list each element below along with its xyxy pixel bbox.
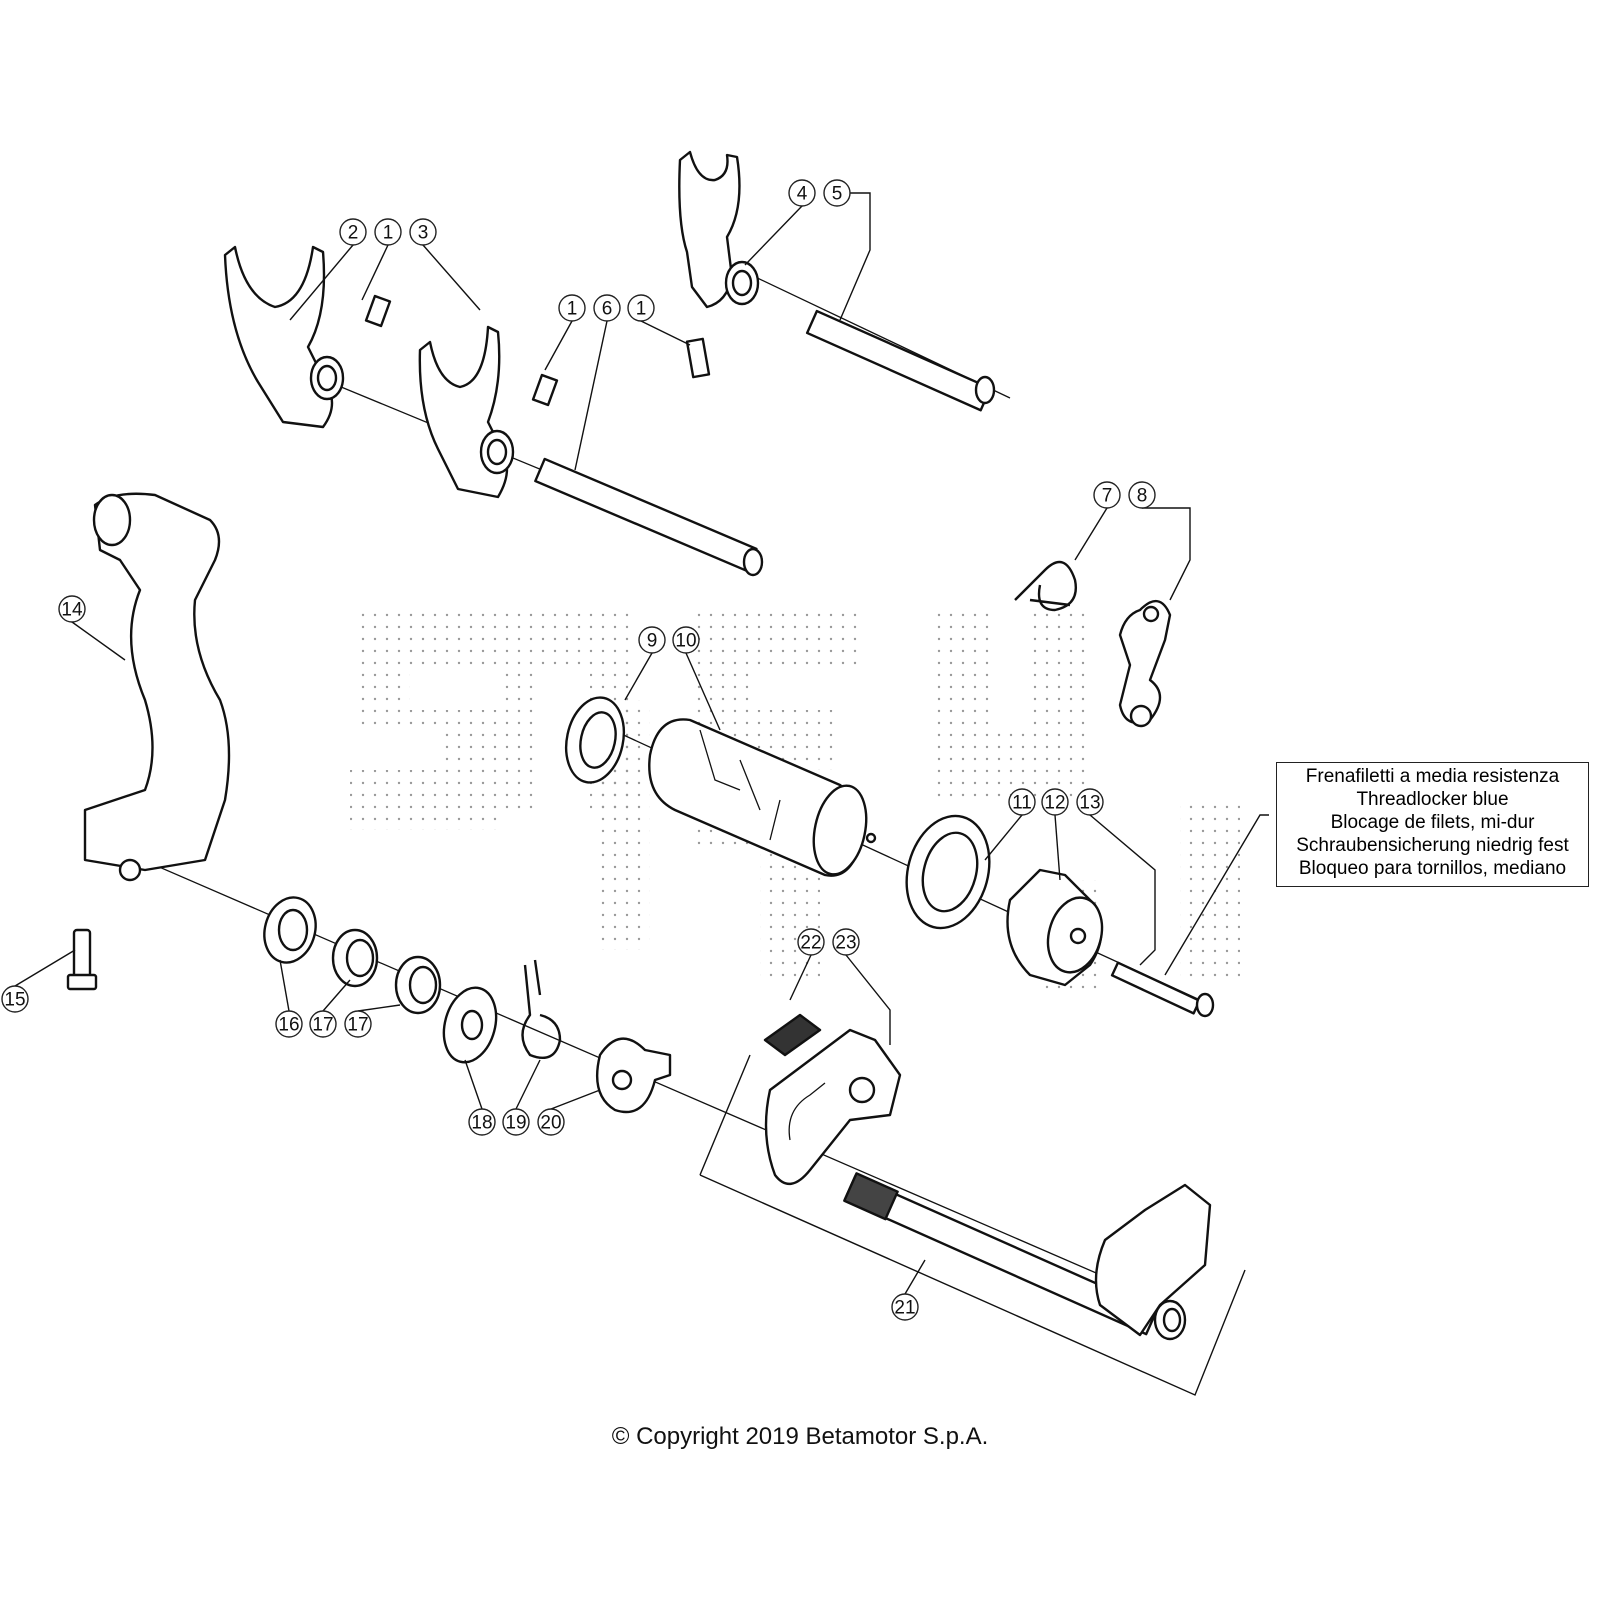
svg-text:4: 4 <box>797 184 808 205</box>
detent-spring-and-lever <box>1014 560 1172 728</box>
svg-text:12: 12 <box>1044 793 1065 814</box>
svg-text:17: 17 <box>347 1015 368 1036</box>
fork-shafts <box>534 309 996 577</box>
bolt-15 <box>66 928 98 991</box>
svg-text:1: 1 <box>636 299 647 320</box>
svg-text:7: 7 <box>1102 486 1113 507</box>
callout-6: 6 <box>593 294 621 322</box>
svg-text:3: 3 <box>418 223 429 244</box>
shift-shaft <box>843 1172 1212 1341</box>
callout-22: 22 <box>797 928 825 956</box>
callout-7: 7 <box>1093 481 1121 509</box>
note-line-es: Bloqueo para tornillos, mediano <box>1298 858 1567 879</box>
callout-17: 17 <box>309 1010 337 1038</box>
callout-11: 11 <box>1008 788 1036 816</box>
pins <box>364 294 711 407</box>
callout-8: 8 <box>1128 481 1156 509</box>
callout-21: 21 <box>891 1293 919 1321</box>
callout-1: 1 <box>558 294 586 322</box>
shift-fork-4 <box>678 150 760 309</box>
svg-text:21: 21 <box>894 1298 915 1319</box>
bearing-11 <box>905 814 991 930</box>
svg-text:9: 9 <box>647 631 658 652</box>
svg-text:10: 10 <box>675 631 696 652</box>
threadlocker-note: Frenafiletti a media resistenza Threadlo… <box>1276 762 1589 887</box>
shift-fork-3 <box>418 325 515 499</box>
callout-18: 18 <box>468 1108 496 1136</box>
callout-5: 5 <box>823 179 851 207</box>
callout-10: 10 <box>672 626 700 654</box>
needle-bearings-17 <box>331 928 442 1015</box>
svg-text:2: 2 <box>348 223 359 244</box>
spring-19 <box>521 959 562 1060</box>
svg-text:18: 18 <box>471 1113 492 1134</box>
note-line-en: Threadlocker blue <box>1356 789 1509 810</box>
callout-1: 1 <box>374 218 402 246</box>
callout-19: 19 <box>502 1108 530 1136</box>
copyright-notice: © Copyright 2019 Betamotor S.p.A. <box>611 1423 989 1450</box>
plate-20 <box>596 1037 672 1114</box>
shift-pawl <box>764 1028 902 1185</box>
svg-text:1: 1 <box>567 299 578 320</box>
washer-18 <box>442 986 498 1064</box>
shift-drum <box>648 718 877 877</box>
svg-text:6: 6 <box>602 299 613 320</box>
callout-12: 12 <box>1041 788 1069 816</box>
callout-1: 1 <box>627 294 655 322</box>
svg-text:23: 23 <box>835 933 856 954</box>
svg-text:8: 8 <box>1137 486 1148 507</box>
callout-20: 20 <box>537 1108 565 1136</box>
callout-15: 15 <box>1 985 29 1013</box>
shift-fork-2 <box>223 245 345 429</box>
bearing-9 <box>564 696 626 784</box>
bolt-13 <box>1110 961 1215 1018</box>
svg-text:11: 11 <box>1012 793 1032 814</box>
svg-text:15: 15 <box>4 990 25 1011</box>
callout-23: 23 <box>832 928 860 956</box>
note-line-it: Frenafiletti a media resistenza <box>1305 766 1560 787</box>
svg-text:17: 17 <box>312 1015 333 1036</box>
seal-16 <box>263 896 317 964</box>
svg-text:5: 5 <box>832 184 843 205</box>
callout-4: 4 <box>788 179 816 207</box>
callout-9: 9 <box>638 626 666 654</box>
shift-pedal <box>83 492 231 882</box>
callout-14: 14 <box>58 595 86 623</box>
callout-3: 3 <box>409 218 437 246</box>
callout-17: 17 <box>344 1010 372 1038</box>
spring-22 <box>763 1013 822 1057</box>
svg-text:13: 13 <box>1079 793 1100 814</box>
svg-text:1: 1 <box>383 223 394 244</box>
note-line-de: Schraubensicherung niedrig fest <box>1296 835 1569 856</box>
svg-text:20: 20 <box>540 1113 561 1134</box>
callouts: 2 1 3 4 5 1 6 1 7 8 14 9 10 11 12 13 22 … <box>1 179 1156 1321</box>
leader-lines <box>14 192 1269 1396</box>
svg-text:22: 22 <box>800 933 821 954</box>
shift-star <box>1006 868 1104 987</box>
note-line-fr: Blocage de filets, mi-dur <box>1330 812 1535 833</box>
callout-2: 2 <box>339 218 367 246</box>
svg-text:14: 14 <box>61 600 83 621</box>
svg-text:16: 16 <box>278 1015 299 1036</box>
callout-13: 13 <box>1076 788 1104 816</box>
callout-16: 16 <box>275 1010 303 1038</box>
svg-text:19: 19 <box>505 1113 526 1134</box>
